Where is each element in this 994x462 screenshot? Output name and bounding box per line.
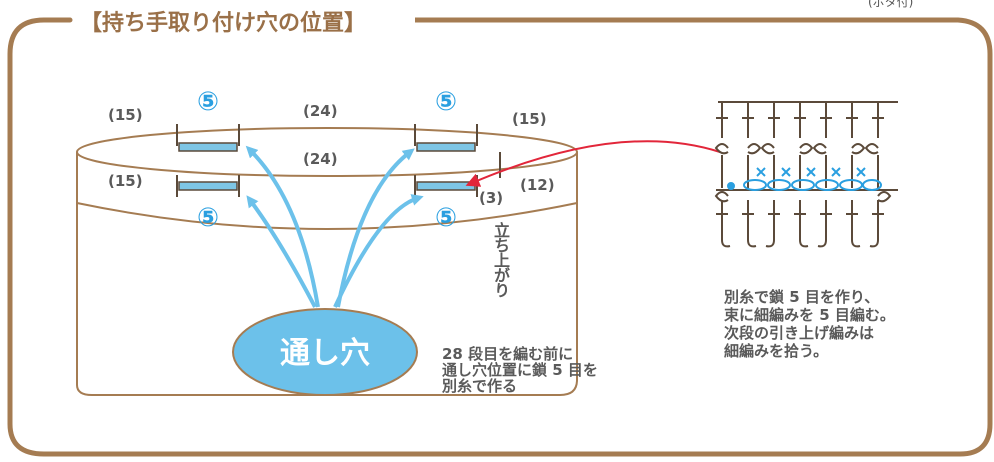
count-bottom-right: ⑤	[435, 203, 457, 233]
spacing-bottom-left: (15)	[108, 172, 143, 190]
spacing-top-middle: (24)	[303, 102, 338, 120]
spacing-top-right: (15)	[512, 110, 547, 128]
stitch-chain-blue	[727, 167, 882, 191]
spacing-bottom-right-small: (3)	[479, 189, 503, 207]
spacing-bottom-right: (12)	[520, 176, 555, 194]
corner-note: (ボタ付)	[868, 0, 914, 9]
red-arrow	[465, 140, 721, 187]
count-bottom-left: ⑤	[197, 203, 219, 233]
page-title: 【持ち手取り付け穴の位置】	[76, 5, 371, 37]
count-top-left: ⑤	[197, 87, 219, 117]
stitch-chart	[714, 101, 898, 248]
thread-arrows	[245, 145, 424, 308]
spacing-bottom-middle: (24)	[303, 150, 338, 168]
outer-frame	[7, 17, 993, 457]
note-left: 28 段目を編む前に 通し穴位置に鎖 5 目を 別糸で作る	[442, 345, 598, 395]
note-right: 別糸で鎖 5 目を作り、 束に細編みを 5 目編む。 次段の引き上げ編みは 細編…	[724, 288, 895, 360]
hole-label: 通し穴	[280, 336, 370, 371]
through-hole	[232, 308, 418, 396]
spacing-top-left: (15)	[108, 106, 143, 124]
rise-label: 立ち上がり	[491, 222, 510, 297]
count-top-right: ⑤	[435, 87, 457, 117]
